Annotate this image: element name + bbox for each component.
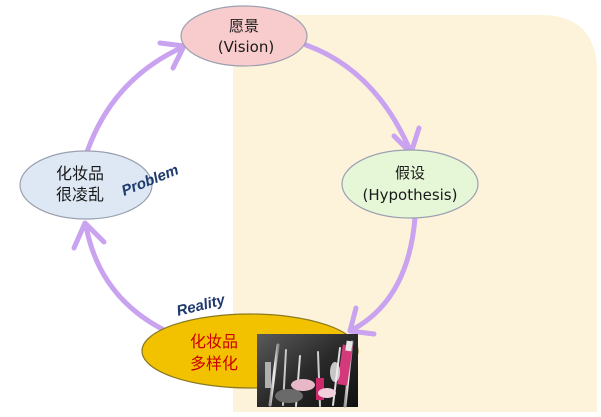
- cycle-arrows: [71, 40, 422, 337]
- problem-state-node: 化妆品 很凌乱: [19, 150, 153, 220]
- arrowhead-hypothesis-to-reality: [347, 305, 377, 337]
- arrow-problem-to-vision: [82, 44, 186, 161]
- arrowhead-reality-to-problem: [71, 220, 107, 251]
- vision-label-cn: 愿景: [229, 17, 259, 35]
- hypothesis-label-en: (Hypothesis): [363, 186, 458, 204]
- reality-state-line1: 化妆品: [190, 332, 238, 351]
- vision-node: 愿景 (Vision): [180, 5, 308, 67]
- hypothesis-label-cn: 假设: [395, 164, 425, 182]
- cosmetic-brushes-photo: [257, 334, 358, 408]
- problem-state-line1: 化妆品: [56, 164, 104, 183]
- arrow-vision-to-hypothesis: [303, 42, 413, 153]
- problem-state-line2: 很凌乱: [56, 185, 104, 204]
- reality-state-line2: 多样化: [190, 354, 238, 373]
- arrow-hypothesis-to-reality: [349, 215, 418, 333]
- vision-label-en: (Vision): [218, 38, 274, 56]
- hypothesis-node: 假设 (Hypothesis): [341, 149, 479, 219]
- arrow-reality-to-problem: [83, 223, 173, 336]
